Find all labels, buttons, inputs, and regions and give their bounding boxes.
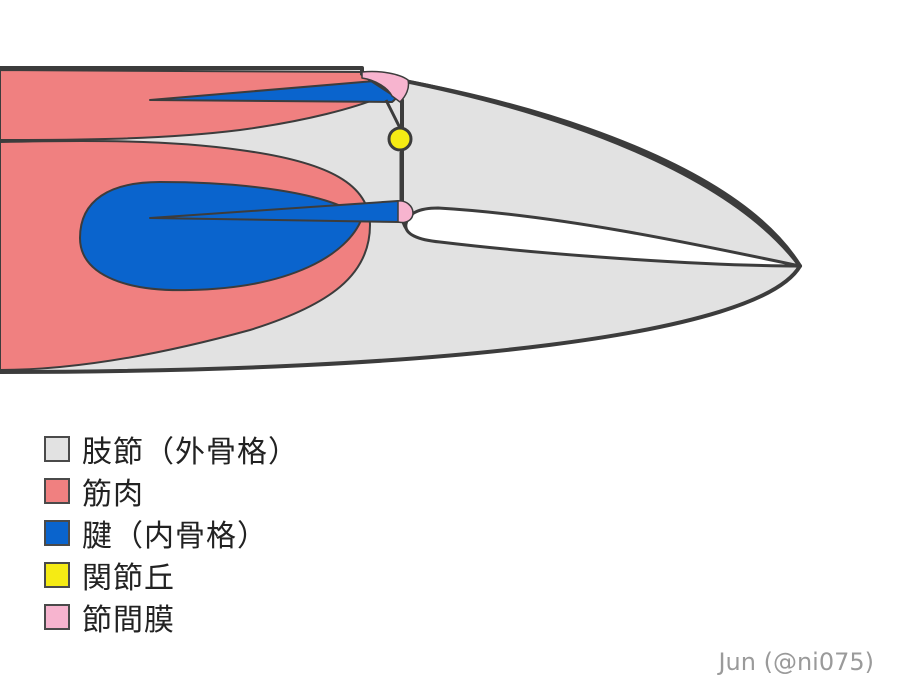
legend-swatch (44, 562, 70, 588)
legend-label: 節間膜 (82, 603, 175, 638)
legend-label: 肢節（外骨格） (82, 435, 299, 470)
lower-arthrodial-membrane (397, 200, 414, 224)
upper-arthrodial-membrane (361, 70, 410, 103)
legend-swatch (44, 604, 70, 630)
legend: 肢節（外骨格） 筋肉 腱（内骨格） 関節丘 節間膜 (44, 428, 299, 638)
credit: Jun (@ni075) (718, 648, 874, 676)
hinge-line-upper (384, 99, 402, 129)
legend-swatch (44, 478, 70, 504)
legend-swatch (44, 436, 70, 462)
joint-condyle (387, 126, 413, 152)
legend-item-exoskeleton: 肢節（外骨格） (44, 428, 299, 470)
legend-item-tendon: 腱（内骨格） (44, 512, 299, 554)
legend-label: 筋肉 (82, 477, 144, 512)
legend-swatch (44, 520, 70, 546)
legend-item-membrane: 節間膜 (44, 596, 299, 638)
legend-item-muscle: 筋肉 (44, 470, 299, 512)
legend-label: 腱（内骨格） (82, 519, 268, 554)
legend-item-condyle: 関節丘 (44, 554, 299, 596)
legend-label: 関節丘 (82, 561, 175, 596)
claw-gap (404, 206, 802, 268)
